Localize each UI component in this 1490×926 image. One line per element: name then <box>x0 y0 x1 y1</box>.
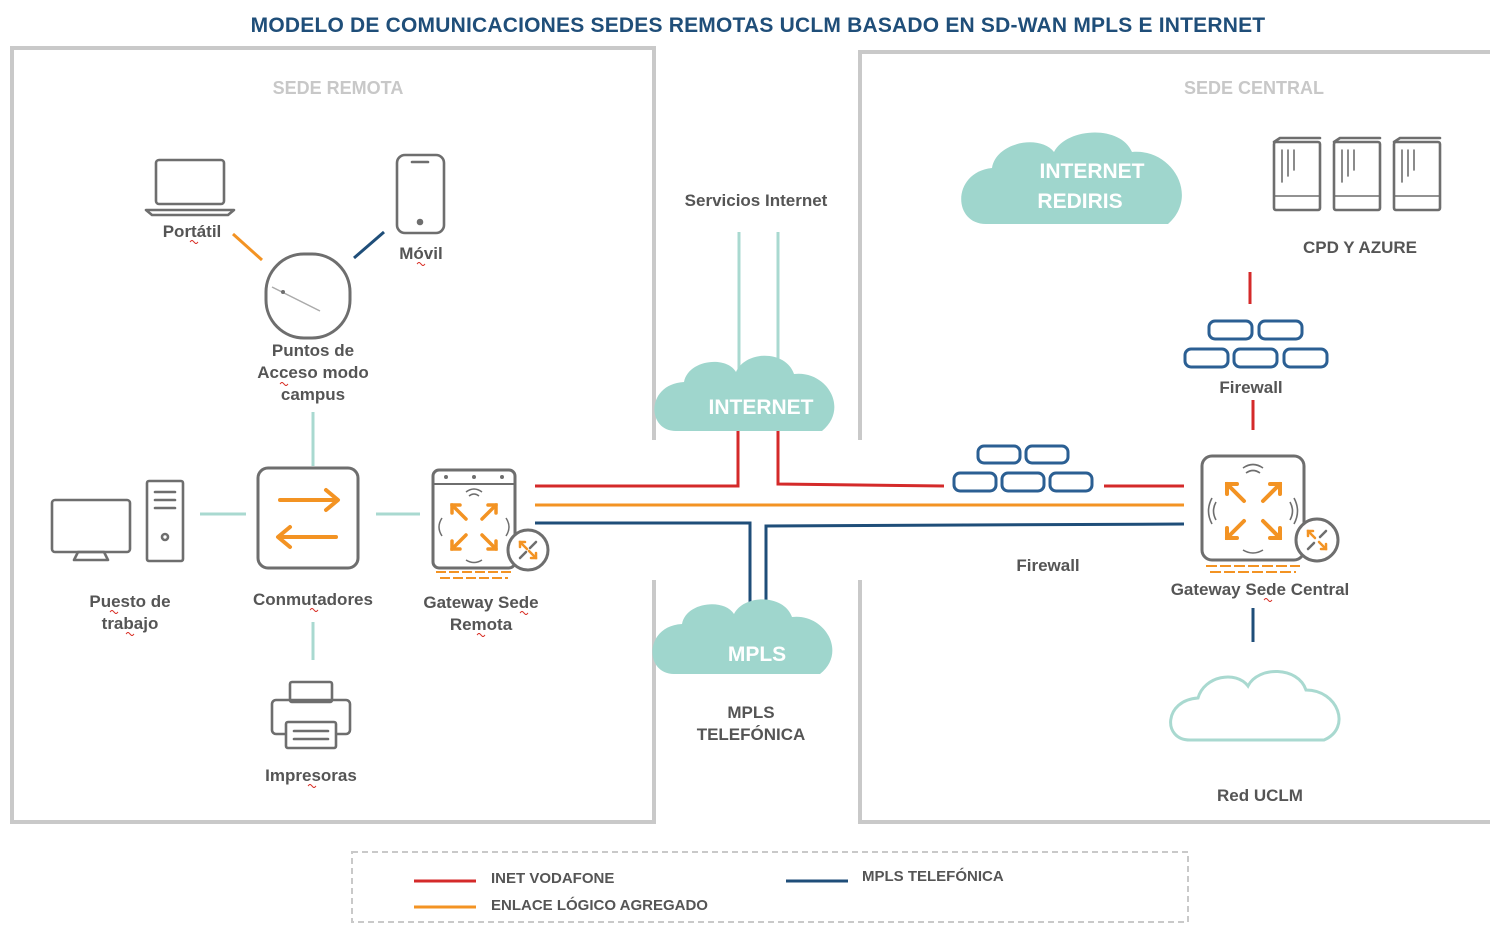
mpls-link-remote <box>535 521 752 612</box>
internet-cloud: INTERNET <box>654 355 835 431</box>
puesto-label-line2: trabajo <box>102 614 159 633</box>
red-uclm-label: Red UCLM <box>1217 786 1303 805</box>
remote-site-title: SEDE REMOTA <box>273 78 404 98</box>
legend-mpls-label: MPLS TELEFÓNICA <box>862 867 1004 885</box>
cpd-azure-label: CPD Y AZURE <box>1303 238 1417 257</box>
printer-icon <box>270 680 352 750</box>
remote-site-panel <box>10 46 656 824</box>
gateway-central-label: Gateway Sede Central <box>1171 580 1350 599</box>
impresoras-label: Impresoras <box>265 766 357 785</box>
internet-services-links <box>737 232 780 380</box>
laptop-icon <box>144 158 236 217</box>
wan-links <box>535 428 1185 612</box>
mpls-cloud-label: MPLS <box>728 643 786 666</box>
internet-rediris-cloud: INTERNET REDIRIS <box>961 132 1182 224</box>
gateway-remote-icon <box>431 468 550 579</box>
gateway-central-icon <box>1200 454 1340 573</box>
firewall-top-icon <box>1183 319 1329 369</box>
servicios-internet-label: Servicios Internet <box>685 191 828 210</box>
ap-label-line2: Acceso modo <box>257 363 368 382</box>
access-point-icon <box>264 252 352 340</box>
inet-link-central-1 <box>776 428 945 488</box>
internet-cloud-label: INTERNET <box>709 396 814 419</box>
laptop-wifi-link <box>231 232 264 262</box>
mpls-link-central <box>764 522 1185 612</box>
legend-enlace-label: ENLACE LÓGICO AGREGADO <box>491 896 708 914</box>
conmutadores-label: Conmutadores <box>253 590 373 609</box>
workstation-icon <box>50 479 185 563</box>
switch-icon <box>256 466 360 570</box>
panel-gap-mask <box>640 440 870 580</box>
servers-icon <box>1272 136 1442 212</box>
firewall-mid-label: Firewall <box>1016 556 1079 575</box>
mobile-phone-icon <box>395 153 446 235</box>
diagram-title: MODELO DE COMUNICACIONES SEDES REMOTAS U… <box>251 14 1266 37</box>
local-links <box>200 412 420 660</box>
firewall-top-label: Firewall <box>1219 378 1282 397</box>
legend-inet-label: INET VODAFONE <box>491 870 614 887</box>
firewall-mid-icon <box>952 444 1094 493</box>
central-site-panel <box>858 50 1490 824</box>
ap-label-line3: campus <box>281 385 345 404</box>
portatil-label: Portátil <box>163 222 222 241</box>
mpls-telefonica-line2: TELEFÓNICA <box>697 725 806 744</box>
red-uclm-cloud <box>1169 670 1341 742</box>
legend-box <box>351 851 1189 923</box>
mpls-telefonica-line1: MPLS <box>727 703 774 722</box>
ap-label-line1: Puntos de <box>272 341 354 360</box>
movil-label: Móvil <box>399 244 442 263</box>
gateway-remote-label-line2: Remota <box>450 615 513 634</box>
puesto-label-line1: Puesto de <box>89 592 170 611</box>
rediris-label-line2: REDIRIS <box>1037 190 1122 213</box>
central-site-title: SEDE CENTRAL <box>1184 78 1324 98</box>
inet-link-remote <box>535 428 740 488</box>
rediris-label-line1: INTERNET <box>1040 160 1145 183</box>
mpls-cloud: MPLS <box>652 599 833 674</box>
gateway-remote-label-line1: Gateway Sede <box>423 593 538 612</box>
mobile-wifi-link <box>353 230 385 260</box>
